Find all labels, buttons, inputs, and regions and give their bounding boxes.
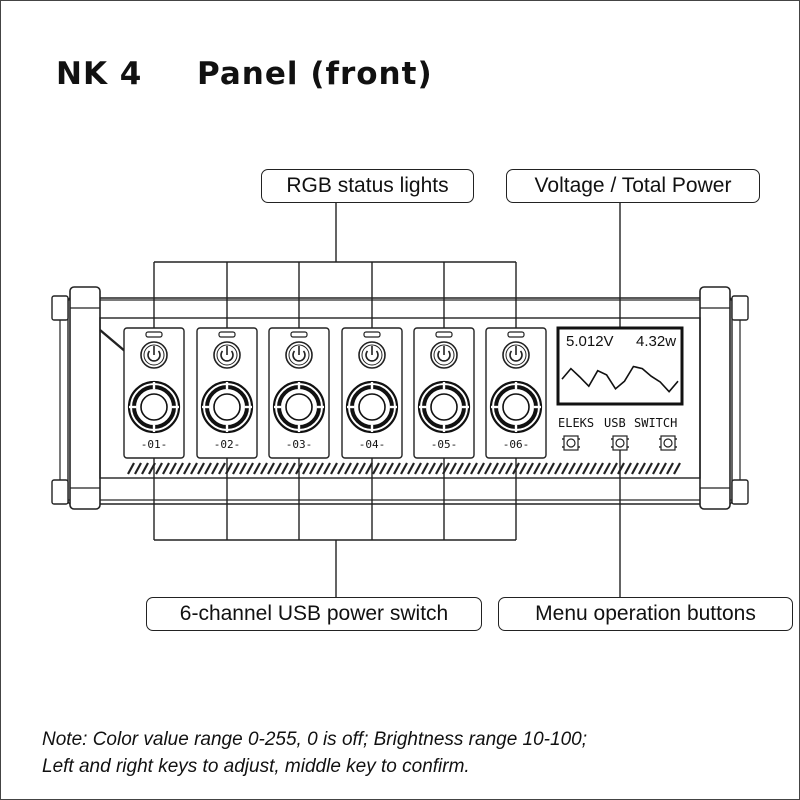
channel-module: -05-	[413, 327, 475, 459]
channel-label: -04-	[359, 438, 386, 451]
menu-label-eleks: ELEKS	[558, 416, 594, 430]
menu-label-usb: USB	[604, 416, 626, 430]
lcd-voltage: 5.012V	[566, 333, 614, 350]
channel-label: -01-	[141, 438, 168, 451]
knob-icon[interactable]	[345, 380, 399, 434]
page-title-label: Panel (front)	[197, 56, 433, 92]
page-title-model: NK 4	[56, 56, 143, 92]
lcd-power-graph	[561, 365, 679, 393]
callout-menu-buttons: Menu operation buttons	[498, 597, 793, 631]
rgb-status-light	[435, 331, 453, 338]
power-icon[interactable]	[502, 341, 530, 369]
rgb-status-light	[218, 331, 236, 338]
power-icon[interactable]	[140, 341, 168, 369]
rgb-status-light	[507, 331, 525, 338]
menu-buttons	[562, 435, 677, 451]
power-icon[interactable]	[358, 341, 386, 369]
power-icon[interactable]	[213, 341, 241, 369]
channel-module: -02-	[196, 327, 258, 459]
menu-label-switch: SWITCH	[634, 416, 677, 430]
channel-module: -01-	[123, 327, 185, 459]
channel-module: -06-	[485, 327, 547, 459]
lcd-screen	[556, 326, 684, 406]
callout-voltage-power: Voltage / Total Power	[506, 169, 760, 203]
chassis	[51, 286, 749, 510]
menu-button-left[interactable]	[562, 435, 580, 451]
note-line-1: Note: Color value range 0-255, 0 is off;…	[42, 729, 587, 750]
rgb-status-light	[290, 331, 308, 338]
channel-module: -03-	[268, 327, 330, 459]
rgb-status-light	[363, 331, 381, 338]
channel-label: -02-	[214, 438, 241, 451]
knob-icon[interactable]	[200, 380, 254, 434]
rgb-status-light	[145, 331, 163, 338]
callout-usb-power-switch: 6-channel USB power switch	[146, 597, 482, 631]
channel-label: -03-	[286, 438, 313, 451]
menu-button-middle[interactable]	[611, 435, 629, 451]
channel-modules: -01- -02- -03- -04- -05- -06-	[123, 327, 547, 459]
menu-button-right[interactable]	[659, 435, 677, 451]
hatch-strip	[127, 462, 681, 475]
knob-icon[interactable]	[272, 380, 326, 434]
knob-icon[interactable]	[127, 380, 181, 434]
channel-module: -04-	[341, 327, 403, 459]
knob-icon[interactable]	[489, 380, 543, 434]
lcd-display: 5.012V 4.32w	[556, 326, 684, 406]
channel-label: -06-	[503, 438, 530, 451]
power-icon[interactable]	[430, 341, 458, 369]
power-icon[interactable]	[285, 341, 313, 369]
callout-rgb-status-lights: RGB status lights	[261, 169, 474, 203]
lcd-power: 4.32w	[636, 333, 676, 350]
note-line-2: Left and right keys to adjust, middle ke…	[42, 756, 470, 777]
knob-icon[interactable]	[417, 380, 471, 434]
channel-label: -05-	[431, 438, 458, 451]
